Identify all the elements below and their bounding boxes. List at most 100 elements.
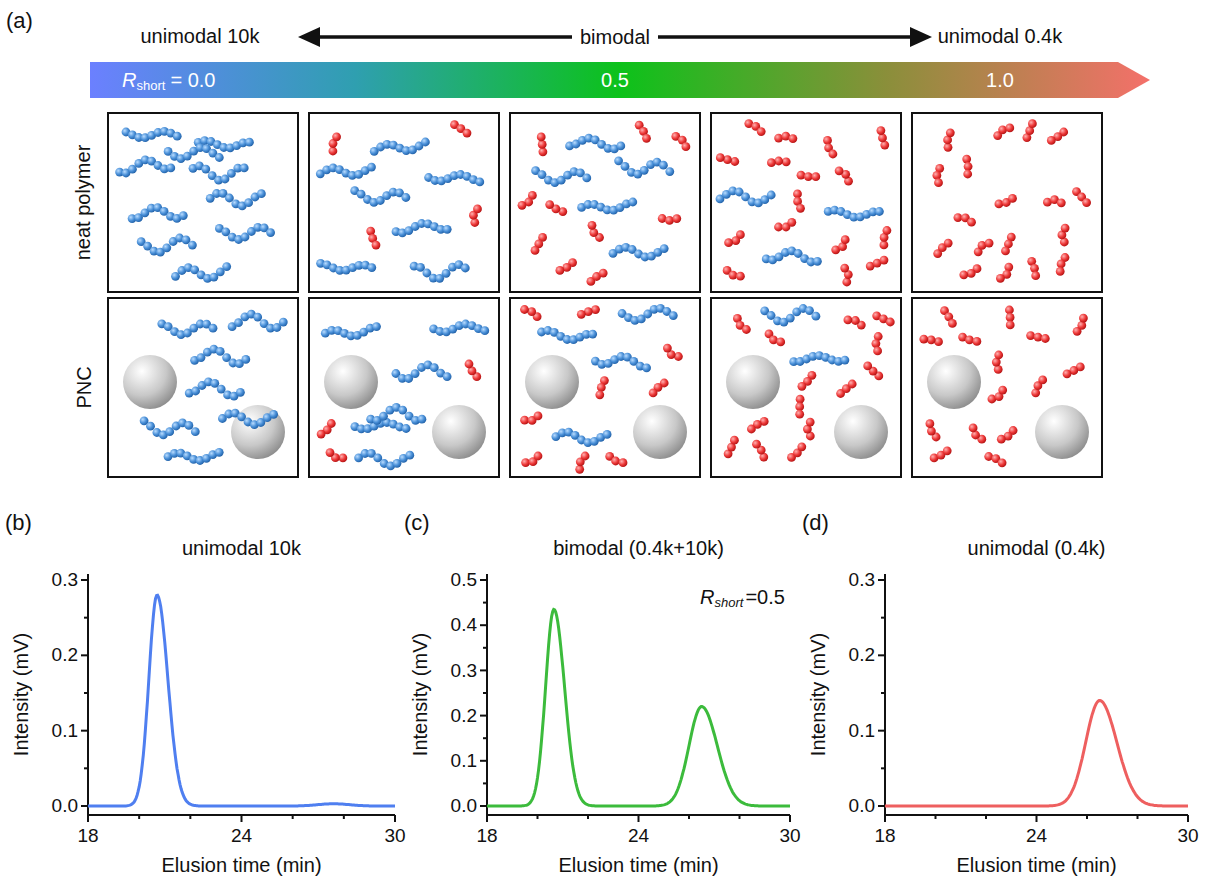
short-chain <box>793 190 805 213</box>
nanoparticle <box>927 355 981 409</box>
long-chain <box>429 320 489 337</box>
label: =0.5 <box>745 586 784 609</box>
bead <box>245 138 254 147</box>
bead <box>965 336 974 345</box>
bead <box>595 390 604 399</box>
bead <box>730 436 739 445</box>
arrow-head <box>298 27 320 47</box>
panel-box <box>711 298 901 477</box>
label: (d) <box>802 510 829 535</box>
bead <box>872 339 881 348</box>
bead <box>372 322 381 331</box>
bead <box>996 274 1005 283</box>
bead <box>317 430 326 439</box>
bead <box>969 424 978 433</box>
short-chain <box>556 258 577 275</box>
label: bimodal <box>572 26 658 49</box>
short-chain <box>919 335 943 346</box>
bead <box>603 430 612 439</box>
y-axis <box>486 574 488 815</box>
bead <box>782 157 791 166</box>
bead <box>266 228 275 237</box>
bead <box>944 239 953 248</box>
tick <box>189 815 191 819</box>
label: 18 <box>476 825 497 847</box>
bead <box>1082 198 1091 207</box>
long-chain <box>760 304 820 326</box>
tick <box>878 805 885 807</box>
bead <box>518 201 527 210</box>
label: 30 <box>384 825 405 847</box>
tick <box>81 654 88 656</box>
short-chain <box>1056 253 1070 276</box>
bead <box>1079 314 1088 323</box>
label: unimodal (0.4k) <box>968 537 1106 560</box>
bead <box>611 457 620 466</box>
bead <box>545 200 554 209</box>
label: 0.1 <box>849 720 875 742</box>
short-chain <box>1023 119 1037 142</box>
label: (c) <box>404 510 430 535</box>
bead <box>954 213 963 222</box>
tick <box>241 815 243 822</box>
long-chain <box>137 234 197 257</box>
bead <box>995 200 1004 209</box>
short-chain <box>1031 376 1047 398</box>
bead <box>619 458 628 467</box>
short-chain <box>872 311 894 326</box>
label: 0.0 <box>52 795 78 817</box>
bead <box>933 171 942 180</box>
label: 0.1 <box>451 750 477 772</box>
bead <box>241 355 250 364</box>
short-chain <box>797 171 821 181</box>
short-chain <box>863 362 883 381</box>
long-chain <box>185 377 245 400</box>
bead <box>531 246 540 255</box>
bead <box>1008 194 1017 203</box>
long-chain <box>762 246 822 266</box>
label: 0.3 <box>849 569 875 591</box>
nanoparticle <box>525 355 579 409</box>
long-chain <box>531 166 591 187</box>
bead <box>806 418 815 427</box>
bead <box>582 174 591 183</box>
label: 18 <box>874 825 895 847</box>
bead <box>672 214 681 223</box>
bead <box>470 218 479 227</box>
long-chain <box>366 403 426 425</box>
bead <box>461 264 470 273</box>
bead <box>475 178 484 187</box>
bead <box>581 452 590 461</box>
short-chain <box>995 194 1017 208</box>
bead <box>642 363 651 372</box>
bead <box>463 129 472 138</box>
bead <box>1001 247 1010 256</box>
bead <box>926 419 935 428</box>
bead <box>747 425 756 434</box>
long-chain <box>215 223 275 244</box>
tick <box>84 767 88 769</box>
label: 18 <box>77 825 98 847</box>
bead <box>649 389 658 398</box>
bead <box>841 235 850 244</box>
bead <box>1006 321 1015 330</box>
short-chain <box>744 119 765 136</box>
bead <box>877 126 886 135</box>
label: 30 <box>1177 825 1198 847</box>
bead <box>883 226 892 235</box>
short-chain <box>518 191 537 210</box>
tick <box>343 815 345 819</box>
tick <box>87 815 89 822</box>
tick <box>789 815 791 822</box>
bead <box>367 163 376 172</box>
bead <box>776 338 785 347</box>
bead <box>166 164 175 173</box>
long-chain <box>115 156 175 178</box>
bead <box>621 162 630 171</box>
tick <box>638 815 640 822</box>
bead <box>443 225 452 234</box>
bead <box>998 458 1007 467</box>
panel-box <box>309 298 499 477</box>
short-chain <box>959 264 981 279</box>
